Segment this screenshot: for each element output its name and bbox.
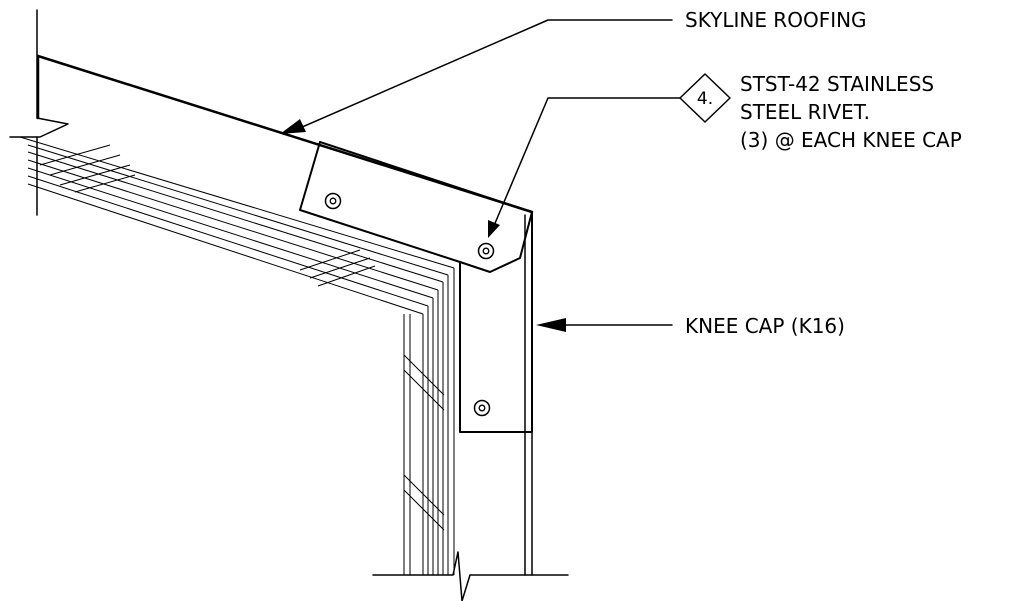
leader-roofing — [280, 19, 673, 134]
rivet-middle — [477, 242, 495, 260]
rivet-callout-line2: STEEL RIVET. — [740, 100, 870, 124]
rivet-tag-diamond: 4. — [679, 73, 731, 123]
rivet-tag-number: 4. — [697, 89, 713, 109]
roofing-callout-label: SKYLINE ROOFING — [685, 8, 867, 32]
rivet-callout-line1: STST-42 STAINLESS — [740, 72, 934, 96]
insulation-layers — [19, 136, 455, 575]
rivet-upper — [324, 192, 342, 210]
knee-cap-k16 — [299, 141, 533, 433]
leader-knee-cap — [536, 318, 673, 332]
rivet-lower — [473, 399, 491, 417]
roofing-panel — [36, 54, 534, 576]
bottom-break-line — [372, 551, 569, 601]
leader-rivet — [488, 97, 681, 238]
rivet-callout-line3: (3) @ EACH KNEE CAP — [740, 128, 962, 152]
knee-cap-callout-label: KNEE CAP (K16) — [685, 314, 845, 338]
